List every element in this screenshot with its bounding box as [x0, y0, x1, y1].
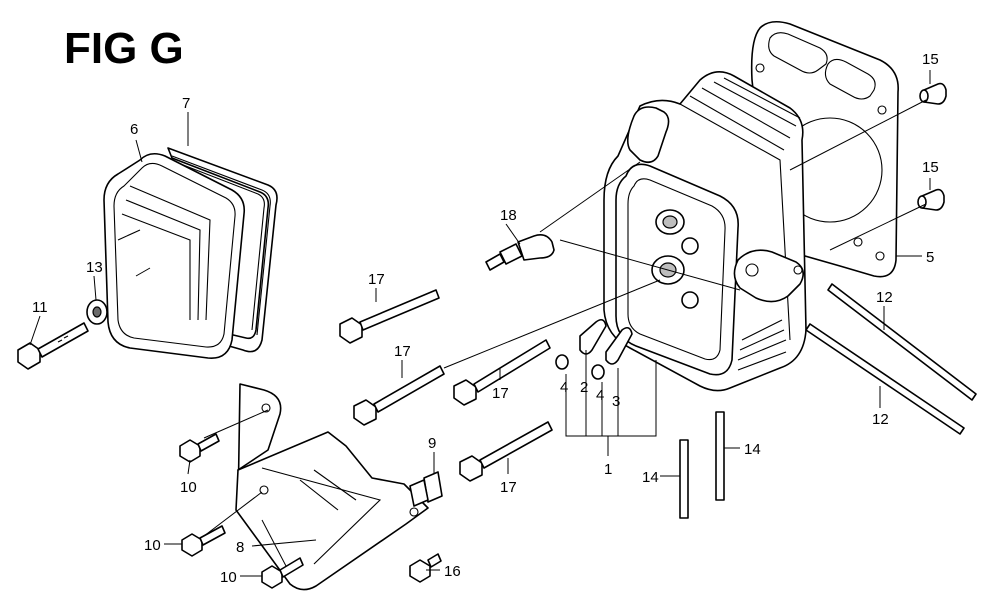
- callout-14-left: 14: [642, 469, 659, 486]
- callout-15-top: 15: [922, 51, 939, 68]
- shroud-bolt-bottom: [261, 557, 304, 589]
- callout-4-left: 4: [560, 379, 568, 396]
- callout-15-bottom: 15: [922, 159, 939, 176]
- callout-3: 3: [612, 393, 620, 410]
- short-stud-left: [679, 439, 689, 519]
- spark-plug: [485, 234, 555, 271]
- figure-title: FIG G: [64, 24, 184, 73]
- dowel-pin-upper: [919, 82, 947, 105]
- callout-16: 16: [444, 563, 461, 580]
- dowel-pin-lower: [917, 188, 945, 211]
- callout-18: 18: [500, 207, 517, 224]
- clip-4b: [591, 364, 605, 380]
- callout-10-middle: 10: [144, 537, 161, 554]
- long-stud-lower: [805, 323, 965, 435]
- shroud-bolt-middle: [181, 525, 226, 557]
- callout-12-top: 12: [876, 289, 893, 306]
- head-bolt-middle-left: [353, 365, 445, 426]
- callout-11: 11: [32, 299, 48, 316]
- small-bracket: [409, 471, 443, 507]
- head-bolt-top: [339, 289, 440, 344]
- callout-12-bottom: 12: [872, 411, 889, 428]
- sealing-washer: [86, 299, 108, 325]
- shroud-bolt-top: [179, 433, 220, 463]
- callout-17-bottom: 17: [500, 479, 517, 496]
- head-bolt-bottom: [459, 421, 553, 482]
- callout-1: 1: [604, 461, 612, 478]
- cylinder-head: [603, 71, 807, 392]
- callout-5: 5: [926, 249, 934, 266]
- callout-6: 6: [130, 121, 138, 138]
- callout-9: 9: [428, 435, 436, 452]
- callout-4-right: 4: [596, 387, 604, 404]
- callout-17-middle-left: 17: [394, 343, 411, 360]
- head-cover: [103, 152, 246, 359]
- shroud-bolt-16: [409, 553, 442, 583]
- valve-guide-2: [579, 318, 607, 355]
- head-cover-bolt: [17, 322, 89, 370]
- leader-lines: [29, 70, 931, 577]
- callout-10-top: 10: [180, 479, 197, 496]
- cylinder-head-shroud: [235, 383, 429, 591]
- head-bolt-middle-right: [453, 339, 551, 406]
- callout-7: 7: [182, 95, 190, 112]
- long-stud-upper: [827, 283, 977, 401]
- callout-labels: 6 7 13 11 18 17 17 17 17 4 2 4 3 1 14 14…: [32, 51, 939, 586]
- callout-13: 13: [86, 259, 103, 276]
- callout-17-top: 17: [368, 271, 385, 288]
- callout-17-middle-right: 17: [492, 385, 509, 402]
- clip-4a: [555, 354, 569, 370]
- short-stud-right: [715, 411, 725, 501]
- valve-guide-3: [605, 326, 633, 365]
- callout-10-bottom: 10: [220, 569, 237, 586]
- callout-14-right: 14: [744, 441, 761, 458]
- callout-8: 8: [236, 539, 244, 556]
- callout-2: 2: [580, 379, 588, 396]
